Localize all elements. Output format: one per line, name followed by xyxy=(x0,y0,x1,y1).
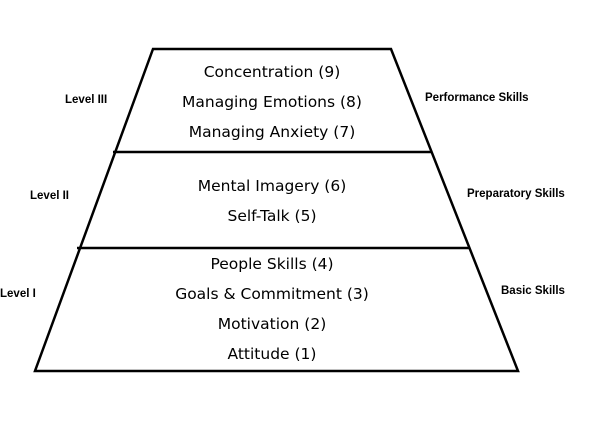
skill-item: Motivation (2) xyxy=(218,315,327,333)
skill-item: Managing Emotions (8) xyxy=(182,93,362,111)
category-label-performance: Performance Skills xyxy=(425,92,529,104)
level-label-1: Level I xyxy=(0,288,36,300)
level-label-2: Level II xyxy=(30,190,69,202)
skill-item: Managing Anxiety (7) xyxy=(189,123,356,141)
level-label-3: Level III xyxy=(65,94,107,106)
skill-item: People Skills (4) xyxy=(210,255,333,273)
skill-item: Self-Talk (5) xyxy=(227,207,316,225)
pyramid-outline xyxy=(33,47,520,373)
skill-item: Attitude (1) xyxy=(228,345,317,363)
skill-item: Goals & Commitment (3) xyxy=(175,285,369,303)
category-label-preparatory: Preparatory Skills xyxy=(467,188,565,200)
skill-item: Concentration (9) xyxy=(204,63,341,81)
category-label-basic: Basic Skills xyxy=(501,285,565,297)
skill-item: Mental Imagery (6) xyxy=(198,177,347,195)
